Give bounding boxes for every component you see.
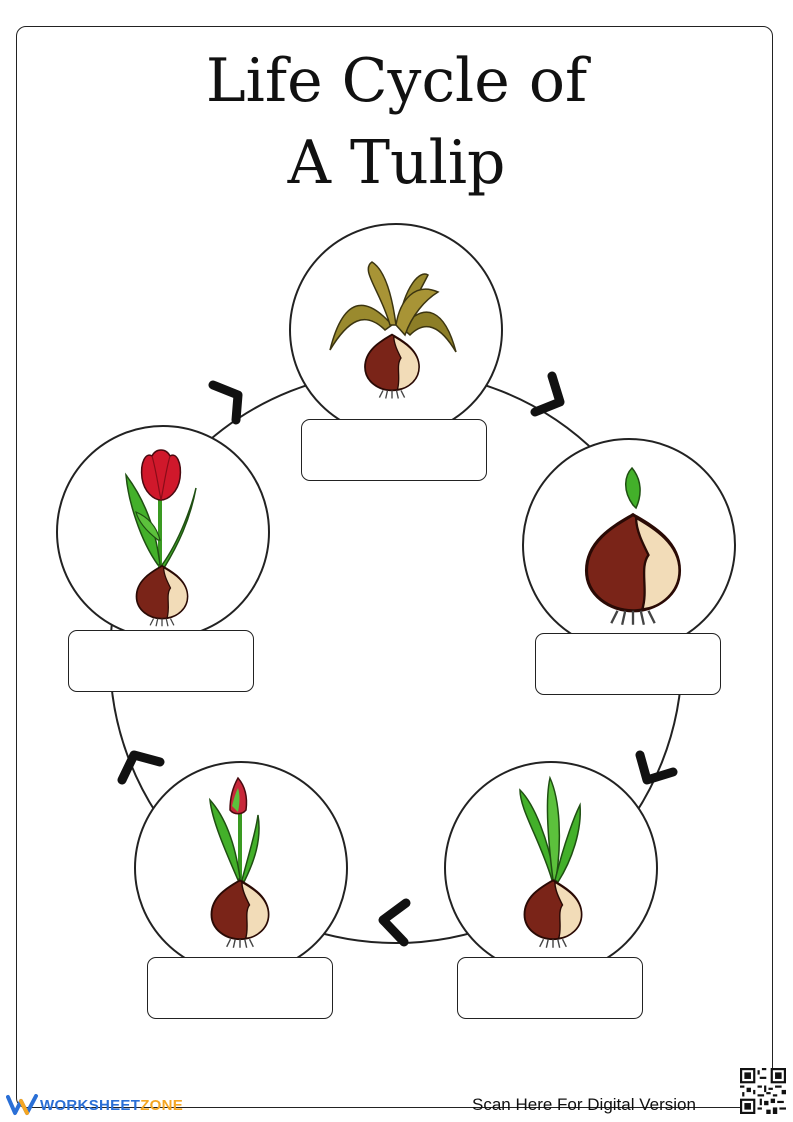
worksheetzone-logo-icon [6, 1094, 38, 1115]
cycle-arrow-3 [635, 750, 678, 785]
qr-code-icon[interactable] [740, 1068, 786, 1114]
sprouting-bulb-icon [584, 466, 682, 627]
brand-name: WORKSHEETZONE [40, 1097, 183, 1114]
cycle-arrow-2 [530, 371, 565, 417]
cycle-arrow-1 [208, 380, 243, 425]
title-line-2: A Tulip [287, 128, 506, 198]
stage-label-box-1[interactable] [301, 419, 487, 481]
worksheet-frame [16, 26, 773, 1108]
title-line-1: Life Cycle of [205, 46, 588, 116]
stage-label-box-4[interactable] [147, 957, 333, 1019]
cycle-arrow-5 [117, 750, 165, 785]
brand-name-part-2: ZONE [140, 1096, 184, 1114]
brand-name-part-1: WORKSHEET [40, 1096, 141, 1114]
dried-leaves-bulb-icon [329, 261, 457, 400]
stage-circle-1 [289, 223, 503, 437]
cycle-arrow-4 [378, 898, 411, 947]
blooming-tulip-icon [125, 449, 197, 628]
budding-plant-icon [209, 776, 270, 949]
brand-logo: WORKSHEETZONE [6, 1093, 183, 1117]
stage-label-box-3[interactable] [457, 957, 643, 1019]
scan-instructions: Scan Here For Digital Version [472, 1095, 696, 1114]
stage-label-box-2[interactable] [535, 633, 721, 695]
page-title: Life Cycle of A Tulip [0, 40, 793, 204]
growing-shoots-icon [519, 775, 583, 949]
stage-label-box-5[interactable] [68, 630, 254, 692]
